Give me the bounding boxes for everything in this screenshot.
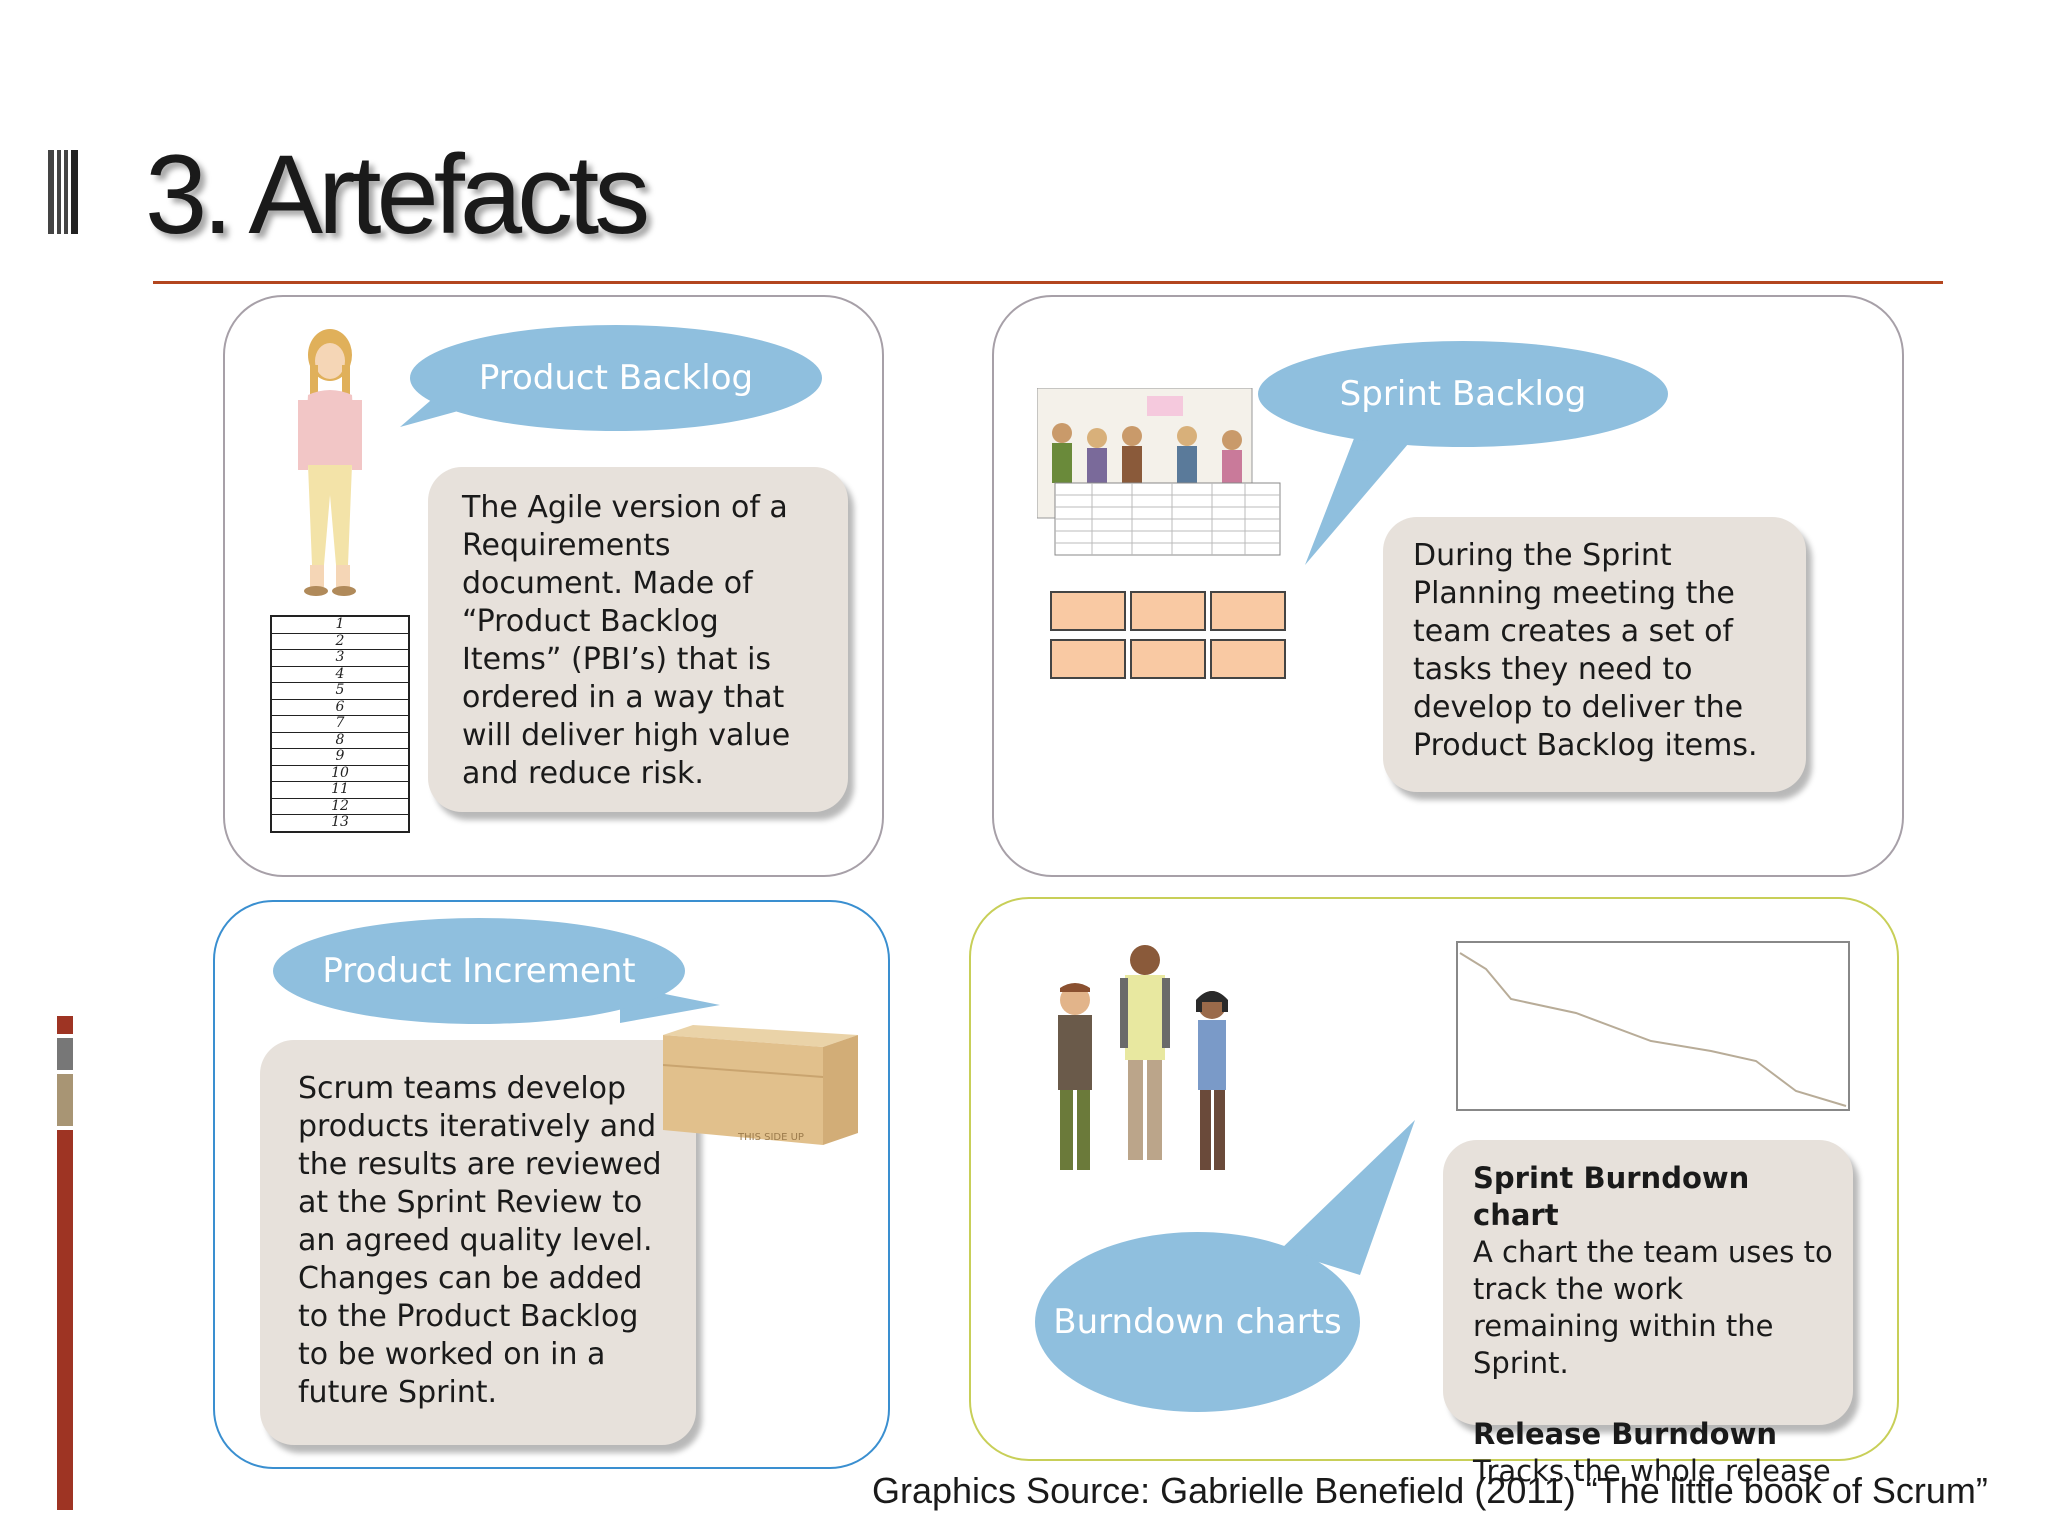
task-cards [1050, 591, 1286, 679]
backlog-list-row: 4 [272, 667, 408, 684]
box-label: THIS SIDE UP [737, 1132, 804, 1143]
team-illustration [1058, 945, 1228, 1170]
backlog-list-row: 1 [272, 617, 408, 634]
burndown-bubble: Burndown charts [1035, 1232, 1360, 1412]
backlog-list-row: 5 [272, 683, 408, 700]
woman-illustration [298, 329, 362, 596]
task-card [1210, 591, 1286, 631]
release-burndown-heading: Release Burndown [1473, 1417, 1778, 1451]
sprint-backlog-bubble-tail [1305, 410, 1420, 565]
page-title: 3. Artefacts [145, 132, 650, 257]
graphics-source-caption: Graphics Source: Gabrielle Benefield (20… [872, 1470, 1988, 1511]
backlog-list-row: 8 [272, 733, 408, 750]
product-increment-bubble: Product Increment [273, 918, 685, 1024]
product-increment-description: Scrum teams develop products iteratively… [260, 1040, 696, 1445]
burndown-chart-thumbnail [1456, 941, 1850, 1111]
task-card [1130, 639, 1206, 679]
product-backlog-bubble: Product Backlog [410, 325, 822, 431]
sprint-backlog-bubble: Sprint Backlog [1258, 341, 1668, 447]
backlog-list-row: 2 [272, 634, 408, 651]
backlog-list-row: 9 [272, 749, 408, 766]
task-card [1050, 639, 1126, 679]
sprint-burndown-heading: Sprint Burndown chart [1473, 1161, 1750, 1232]
backlog-list-row: 6 [272, 700, 408, 717]
title-marker [48, 150, 78, 234]
backlog-list-row: 3 [272, 650, 408, 667]
burndown-description: Sprint Burndown chart A chart the team u… [1443, 1140, 1853, 1488]
backlog-list-row: 7 [272, 716, 408, 733]
sprint-planning-illustration [1037, 388, 1281, 556]
product-backlog-description: The Agile version of a Requirements docu… [428, 467, 848, 812]
backlog-list-row: 10 [272, 766, 408, 783]
task-card [1130, 591, 1206, 631]
release-burndown-text: Tracks the whole release [1473, 1454, 1831, 1488]
title-divider [153, 281, 1943, 284]
backlog-list-row: 13 [331, 814, 349, 831]
sprint-backlog-description: During the Sprint Planning meeting the t… [1383, 517, 1806, 792]
sprint-burndown-text: A chart the team uses to track the work … [1473, 1235, 1833, 1380]
backlog-list-row: 12 [272, 799, 408, 816]
task-card [1050, 591, 1126, 631]
backlog-list-row: 11 [272, 782, 408, 799]
burndown-bubble-tail [1280, 1120, 1415, 1275]
task-card [1210, 639, 1286, 679]
cardboard-box-illustration: THIS SIDE UP [663, 1025, 858, 1145]
